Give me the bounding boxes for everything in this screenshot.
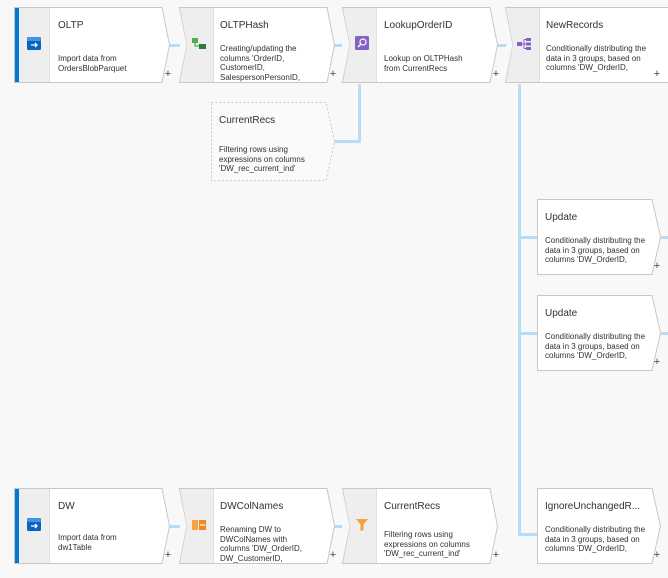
node-description: Lookup on OLTPHash from CurrentRecs — [384, 54, 463, 73]
node-currentrecs-filter-top[interactable]: CurrentRecs Filtering rows using express… — [211, 102, 336, 181]
node-description: Conditionally distributing the data in 3… — [545, 236, 646, 265]
add-transformation-button[interactable]: + — [653, 549, 661, 561]
conditional-split-icon — [517, 38, 531, 50]
connector-colnames-currentrecs — [330, 525, 342, 528]
node-update-2[interactable]: Update Conditionally distributing the da… — [537, 295, 668, 371]
node-ignore-unchanged[interactable]: IgnoreUnchangedR... Conditionally distri… — [537, 488, 668, 564]
node-title: DW — [58, 501, 75, 512]
add-transformation-button[interactable]: + — [329, 68, 337, 80]
connector-update2-out — [658, 332, 668, 335]
node-dwcolnames[interactable]: DWColNames Renaming DW to DWColNames wit… — [178, 488, 337, 564]
connector-lookup-newrecords — [494, 44, 506, 47]
connector-update1-out — [658, 236, 668, 239]
node-title: CurrentRecs — [384, 501, 441, 512]
node-oltphash[interactable]: OLTPHash Creating/updating the columns '… — [178, 7, 337, 83]
node-description: Import data from OrdersBlobParquet — [58, 54, 127, 73]
node-description: Renaming DW to DWColNames with columns '… — [220, 525, 302, 563]
add-transformation-button[interactable]: + — [653, 356, 661, 368]
derived-column-icon — [192, 38, 206, 49]
node-title: LookupOrderID — [384, 20, 453, 31]
node-description: Creating/updating the columns 'OrderID, … — [220, 44, 301, 82]
add-transformation-button[interactable]: + — [164, 68, 172, 80]
connector-hash-lookup — [330, 44, 342, 47]
connector-currentrecs-lookup-v — [358, 84, 361, 143]
node-newrecords[interactable]: NewRecords Conditionally distributing th… — [504, 7, 668, 83]
connector-dw-colnames — [168, 525, 180, 528]
node-currentrecs-filter-bottom[interactable]: CurrentRecs Filtering rows using express… — [341, 488, 500, 564]
add-transformation-button[interactable]: + — [492, 68, 500, 80]
node-description: Conditionally distributing the data in 3… — [545, 332, 646, 361]
connector-branch-ignore — [518, 533, 538, 536]
connector-newrecords-branch-v — [518, 84, 521, 536]
node-oltp[interactable]: OLTP Import data from OrdersBlobParquet … — [14, 7, 172, 83]
node-title: IgnoreUnchangedR... — [545, 501, 641, 512]
node-lookup-orderid[interactable]: LookupOrderID Lookup on OLTPHash from Cu… — [341, 7, 500, 83]
node-title: Update — [545, 212, 578, 223]
node-description: Conditionally distributing the data in 3… — [546, 44, 647, 73]
node-description: Filtering rows using expressions on colu… — [384, 530, 470, 559]
database-source-icon — [27, 37, 41, 50]
connector-currentrecs-lookup-h — [332, 140, 361, 143]
node-description: Import data from dw1Table — [58, 533, 117, 552]
select-icon — [192, 520, 206, 530]
node-description: Conditionally distributing the data in 3… — [545, 525, 646, 554]
connector-branch-update2 — [518, 332, 538, 335]
node-title: CurrentRecs — [219, 115, 276, 126]
node-title: OLTPHash — [220, 20, 269, 31]
node-dw[interactable]: DW Import data from dw1Table + — [14, 488, 172, 564]
node-title: OLTP — [58, 20, 84, 31]
add-transformation-button[interactable]: + — [492, 549, 500, 561]
add-transformation-button[interactable]: + — [329, 549, 337, 561]
node-title: Update — [545, 308, 578, 319]
add-transformation-button[interactable]: + — [653, 68, 661, 80]
node-update-1[interactable]: Update Conditionally distributing the da… — [537, 199, 668, 275]
connector-branch-update1 — [518, 236, 538, 239]
add-transformation-button[interactable]: + — [653, 260, 661, 272]
node-title: NewRecords — [546, 20, 604, 31]
add-transformation-button[interactable]: + — [164, 549, 172, 561]
lookup-icon — [355, 36, 369, 50]
database-source-icon — [27, 518, 41, 531]
node-title: DWColNames — [220, 501, 284, 512]
node-description: Filtering rows using expressions on colu… — [219, 145, 305, 174]
filter-icon — [356, 519, 368, 531]
connector-oltp-hash — [168, 44, 180, 47]
